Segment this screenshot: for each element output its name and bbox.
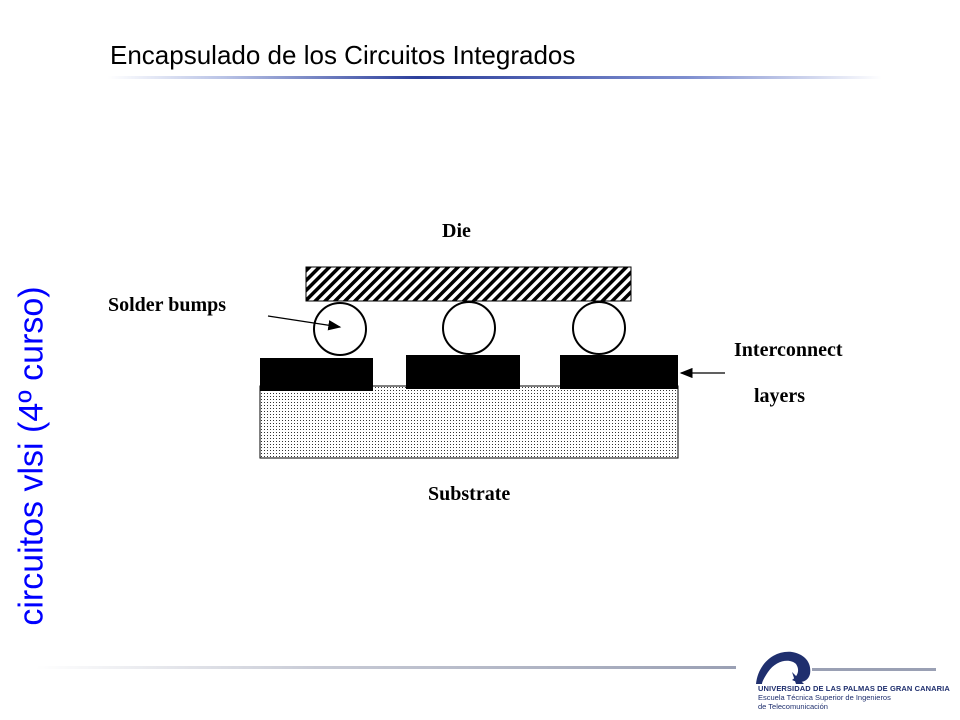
die-block	[305, 266, 632, 302]
solder-bumps-arrow	[267, 315, 342, 331]
interconnect-pad-center	[406, 355, 520, 389]
footer-divider-right	[812, 668, 936, 671]
university-name: UNIVERSIDAD DE LAS PALMAS DE GRAN CANARI…	[758, 684, 950, 711]
interconnect-label-line2: layers	[754, 385, 805, 407]
university-line-3: de Telecomunicación	[758, 702, 828, 711]
title-divider	[108, 76, 882, 79]
university-logo-icon	[756, 651, 811, 684]
university-line-1: UNIVERSIDAD DE LAS PALMAS DE GRAN CANARI…	[758, 684, 950, 693]
substrate-label: Substrate	[428, 483, 510, 505]
university-line-2: Escuela Técnica Superior de Ingenieros	[758, 693, 891, 702]
solder-bump-left	[313, 302, 367, 356]
interconnect-pad-right	[560, 355, 678, 389]
solder-bumps-label: Solder bumps	[108, 294, 226, 316]
solder-bump-center	[442, 301, 496, 355]
slide-title: Encapsulado de los Circuitos Integrados	[110, 40, 576, 70]
interconnect-pad-left	[260, 358, 373, 391]
interconnect-label-line1: Interconnect	[734, 339, 843, 361]
substrate-block	[259, 385, 679, 459]
footer-divider	[36, 666, 736, 669]
die-label: Die	[442, 220, 471, 242]
solder-bump-right	[572, 301, 626, 355]
